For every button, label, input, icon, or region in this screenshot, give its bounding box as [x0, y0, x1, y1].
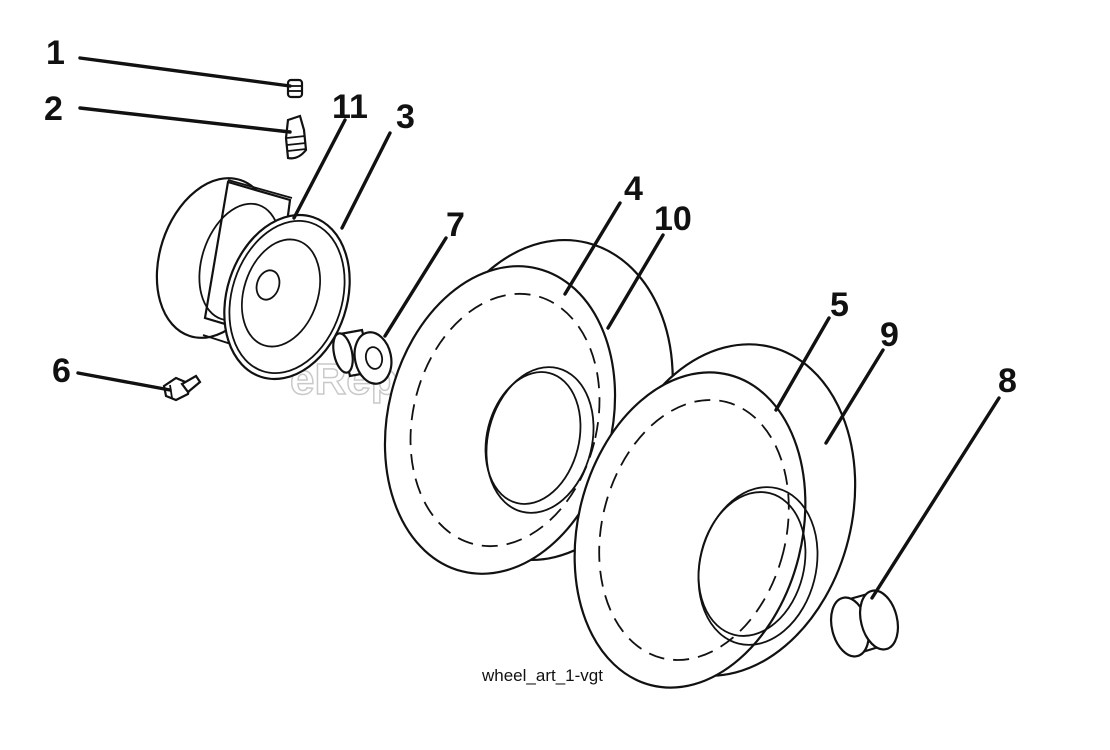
leader-7	[383, 236, 448, 338]
rim-part	[155, 177, 351, 381]
bearing-part	[829, 589, 900, 658]
callout-6: 6	[52, 352, 71, 390]
leader-8	[870, 396, 1001, 600]
leader-10	[606, 233, 665, 330]
leader-4	[563, 201, 622, 296]
screw-part	[162, 374, 202, 402]
leader-1	[78, 56, 292, 88]
callout-8: 8	[998, 362, 1017, 400]
leader-9	[824, 348, 885, 445]
figure-caption: wheel_art_1-vgt	[481, 666, 603, 685]
leader-6	[76, 371, 172, 392]
leader-5	[774, 316, 831, 412]
callout-5: 5	[830, 286, 849, 324]
valve-cap-part	[286, 78, 304, 99]
bushing-part	[332, 328, 393, 385]
leader-2	[78, 106, 292, 134]
leader-3	[340, 131, 392, 230]
callout-1: 1	[46, 34, 65, 72]
callout-4: 4	[624, 170, 643, 208]
callout-7: 7	[446, 206, 465, 244]
callout-3: 3	[396, 98, 415, 136]
tire-5-part	[573, 343, 857, 689]
valve-stem-part	[284, 114, 308, 160]
leader-11	[292, 118, 347, 220]
callout-9: 9	[880, 316, 899, 354]
callout-10: 10	[654, 200, 692, 238]
callout-2: 2	[44, 90, 63, 128]
callout-11: 11	[332, 88, 368, 126]
